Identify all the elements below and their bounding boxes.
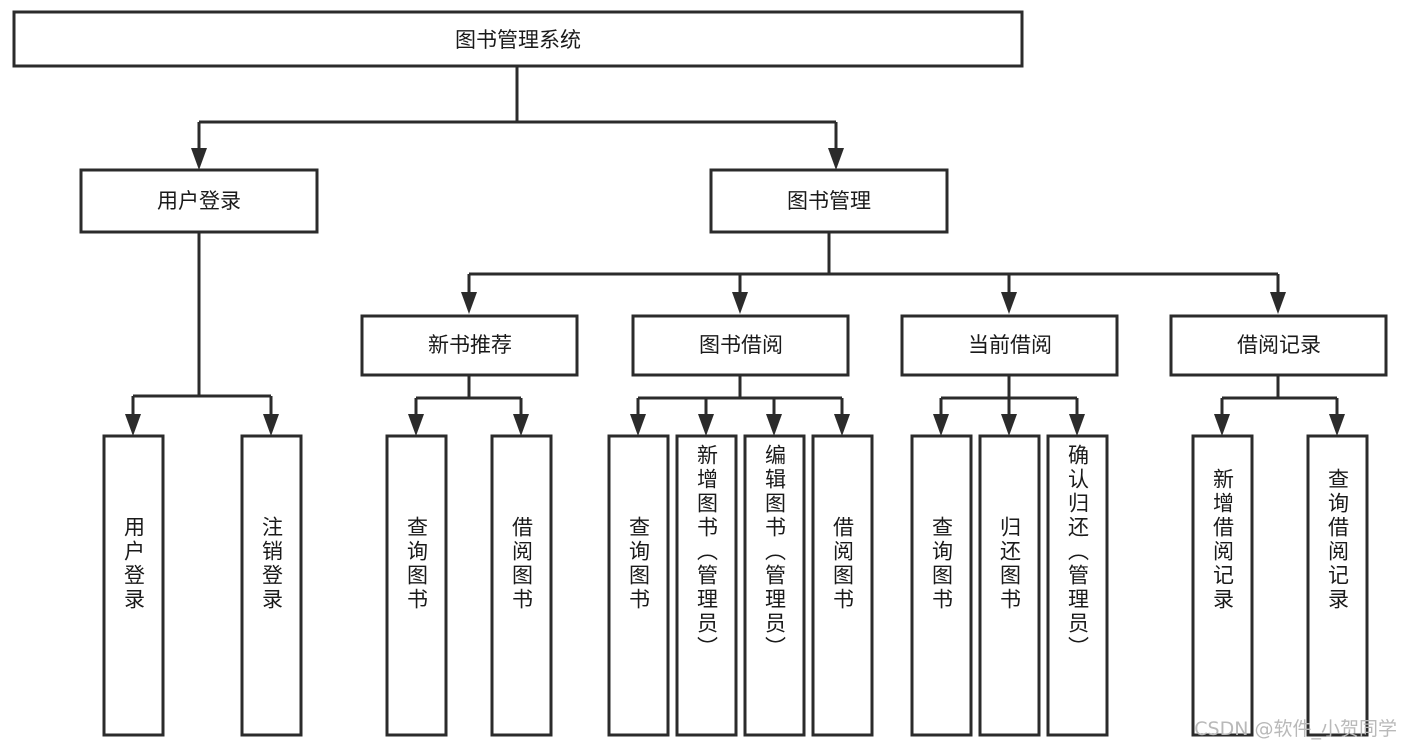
node-book-management-label: 图书管理 xyxy=(787,189,871,213)
arrow-head-icon xyxy=(513,414,529,436)
link-user-login-to-leaves xyxy=(131,232,273,418)
leaf-box-confirm-return-admin[interactable] xyxy=(1046,434,1109,737)
node-root-system[interactable]: 图书管理系统 xyxy=(12,10,1024,68)
node-book-borrow-label: 图书借阅 xyxy=(699,333,783,357)
arrow-head-icon xyxy=(933,414,949,436)
link-root-to-level2 xyxy=(197,66,838,152)
node-borrow-records-box[interactable] xyxy=(1169,314,1388,377)
leaf-box-query-book-a[interactable] xyxy=(385,434,448,737)
link-current-to-leaves xyxy=(939,375,1079,418)
node-borrow-records[interactable]: 借阅记录 xyxy=(1169,314,1388,377)
arrow-head-icon xyxy=(1214,414,1230,436)
node-user-login[interactable]: 用户登录 xyxy=(79,168,319,234)
leaf-box-user-login[interactable] xyxy=(102,434,165,737)
node-book-borrow-box[interactable] xyxy=(631,314,850,377)
leaf-box-query-book-c[interactable] xyxy=(910,434,973,737)
node-root-label: 图书管理系统 xyxy=(455,28,581,52)
leaf-box-borrow-book-b[interactable] xyxy=(811,434,874,737)
node-root-box[interactable] xyxy=(12,10,1024,68)
link-borrow-to-leaves xyxy=(636,375,844,418)
arrow-head-icon xyxy=(1001,414,1017,436)
link-book-mgmt-to-level3 xyxy=(467,232,1280,296)
arrow-head-icon xyxy=(461,292,477,314)
arrow-head-icon xyxy=(125,414,141,436)
arrow-head-icon xyxy=(766,414,782,436)
connectors xyxy=(131,66,1339,418)
arrow-heads xyxy=(125,148,1345,436)
node-book-borrow[interactable]: 图书借阅 xyxy=(631,314,850,377)
leaf-box-return-book[interactable] xyxy=(978,434,1041,737)
arrow-head-icon xyxy=(698,414,714,436)
arrow-head-icon xyxy=(1069,414,1085,436)
link-records-to-leaves xyxy=(1220,375,1339,418)
arrow-head-icon xyxy=(828,148,844,170)
node-new-book-recommend-label: 新书推荐 xyxy=(428,333,512,357)
arrow-head-icon xyxy=(408,414,424,436)
node-current-borrow-box[interactable] xyxy=(900,314,1119,377)
arrow-head-icon xyxy=(630,414,646,436)
node-book-management[interactable]: 图书管理 xyxy=(709,168,949,234)
leaf-box-add-book-admin[interactable] xyxy=(675,434,738,737)
arrow-head-icon xyxy=(732,292,748,314)
link-newbook-to-leaves xyxy=(414,375,523,418)
arrow-head-icon xyxy=(1001,292,1017,314)
leaf-box-query-borrow-record[interactable] xyxy=(1306,434,1369,737)
leaf-box-edit-book-admin[interactable] xyxy=(743,434,806,737)
leaf-box-logout[interactable] xyxy=(240,434,303,737)
leaf-box-query-book-b[interactable] xyxy=(607,434,670,737)
node-user-login-box[interactable] xyxy=(79,168,319,234)
arrow-head-icon xyxy=(191,148,207,170)
arrow-head-icon xyxy=(834,414,850,436)
arrow-head-icon xyxy=(263,414,279,436)
leaf-boxes xyxy=(102,434,1369,737)
leaf-box-add-borrow-record[interactable] xyxy=(1191,434,1254,737)
node-new-book-recommend-box[interactable] xyxy=(360,314,579,377)
node-user-login-label: 用户登录 xyxy=(157,189,241,213)
node-book-management-box[interactable] xyxy=(709,168,949,234)
node-borrow-records-label: 借阅记录 xyxy=(1237,333,1321,357)
node-current-borrow[interactable]: 当前借阅 xyxy=(900,314,1119,377)
arrow-head-icon xyxy=(1270,292,1286,314)
leaf-box-borrow-book-a[interactable] xyxy=(490,434,553,737)
node-current-borrow-label: 当前借阅 xyxy=(968,333,1052,357)
node-new-book-recommend[interactable]: 新书推荐 xyxy=(360,314,579,377)
arrow-head-icon xyxy=(1329,414,1345,436)
